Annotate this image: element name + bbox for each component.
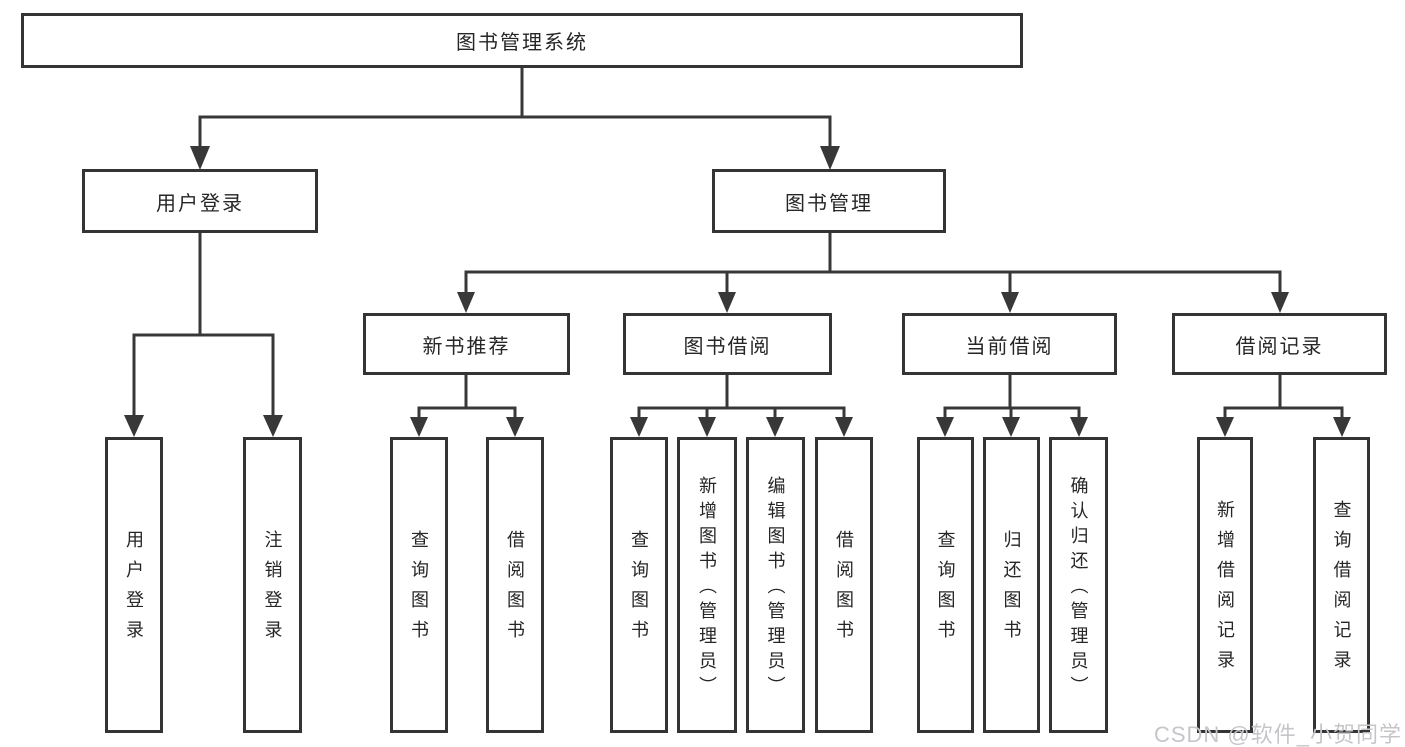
- leaf-query-borrow-record: 查询借阅记录: [1313, 437, 1370, 733]
- node-library-system: 图书管理系统: [21, 13, 1023, 68]
- leaf-add-book-admin: 新增图书（管理员）: [677, 437, 737, 733]
- arrowheads: [124, 146, 1351, 437]
- leaf-edit-book-admin: 编辑图书（管理员）: [746, 437, 805, 733]
- leaf-add-borrow-record: 新增借阅记录: [1197, 437, 1253, 733]
- leaf-logout: 注销登录: [243, 437, 302, 733]
- node-book-borrow: 图书借阅: [623, 313, 832, 375]
- leaf-query-books-current: 查询图书: [917, 437, 974, 733]
- leaf-borrow-books: 借阅图书: [815, 437, 873, 733]
- leaf-query-books-borrow: 查询图书: [610, 437, 668, 733]
- leaf-return-books: 归还图书: [983, 437, 1040, 733]
- node-book-management: 图书管理: [712, 169, 946, 233]
- leaf-query-books-recommend: 查询图书: [390, 437, 448, 733]
- node-user-login: 用户登录: [82, 169, 318, 233]
- csdn-watermark: CSDN @软件_小贺同学: [1153, 722, 1402, 747]
- leaf-user-login: 用户登录: [105, 437, 163, 733]
- leaf-borrow-books-recommend: 借阅图书: [486, 437, 544, 733]
- node-borrow-records: 借阅记录: [1172, 313, 1387, 375]
- leaf-confirm-return-admin: 确认归还（管理员）: [1049, 437, 1108, 733]
- node-current-borrow: 当前借阅: [902, 313, 1117, 375]
- node-new-book-recommend: 新书推荐: [363, 313, 570, 375]
